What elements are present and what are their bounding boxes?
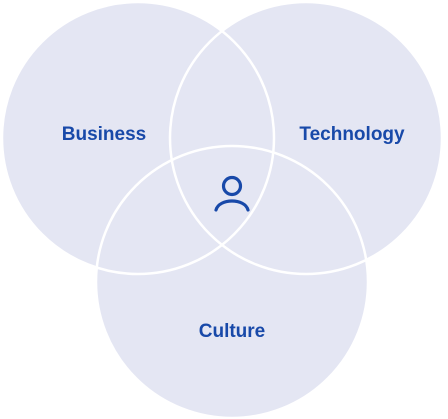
culture-label: Culture	[199, 321, 266, 342]
user-icon	[214, 175, 250, 212]
business-label: Business	[62, 124, 146, 145]
business-circle-outline	[0, 0, 276, 276]
culture-circle-outline	[94, 144, 370, 419]
technology-circle-outline	[168, 0, 444, 276]
technology-label: Technology	[299, 124, 405, 145]
circles-group	[2, 2, 442, 418]
culture-circle	[96, 146, 368, 418]
